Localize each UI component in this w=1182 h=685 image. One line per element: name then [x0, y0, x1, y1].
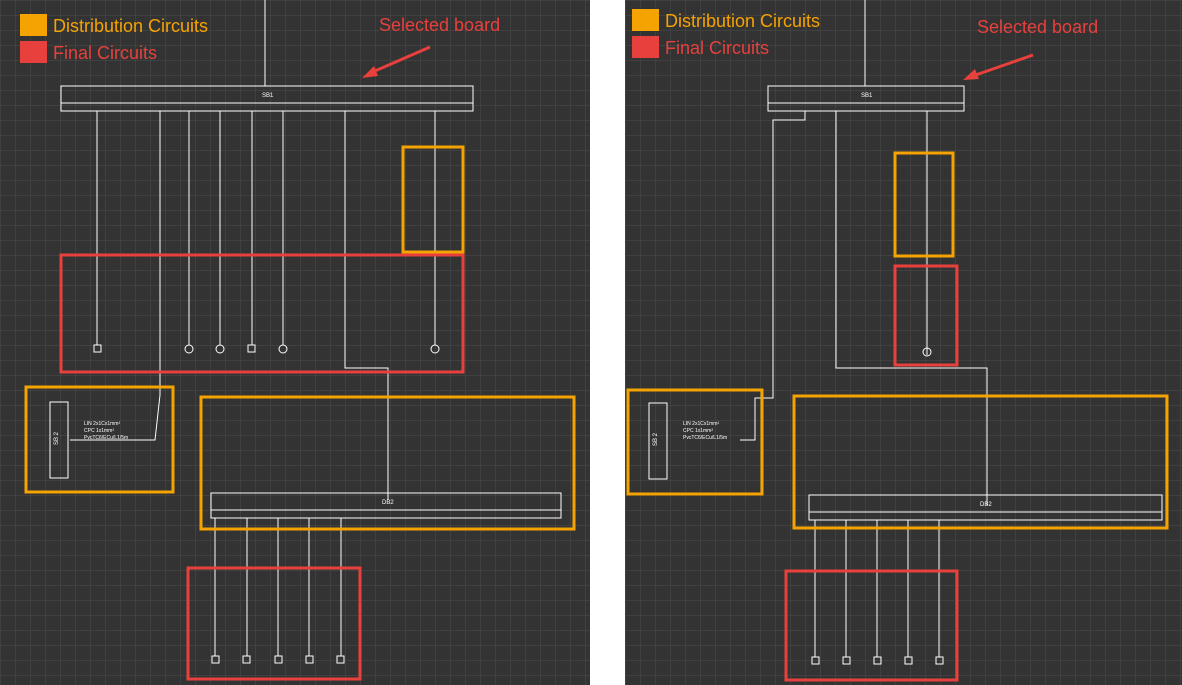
sub-board-label: DB2	[382, 500, 394, 506]
callout-arrow	[963, 53, 1034, 80]
selected-board-callout: Selected board	[977, 17, 1098, 37]
legend-distribution-swatch	[632, 9, 659, 31]
side-board-label: SB 2	[54, 431, 60, 445]
main-board-label: SB1	[262, 93, 274, 99]
side-cable-line3: PvcTC6/ECu/L1/5m	[84, 435, 128, 441]
side-cable-line1: LIN 2x1Cx1mm²	[683, 421, 719, 427]
left-diagram: Distribution Circuits Final Circuits Sel…	[0, 0, 590, 685]
sub-board-label: DB2	[980, 502, 992, 508]
right-diagram: Distribution Circuits Final Circuits Sel…	[625, 0, 1182, 685]
main-board-label: SB1	[861, 93, 873, 99]
sub-board-db2[interactable]: DB2	[210, 492, 562, 519]
final-circuits-box	[893, 264, 959, 367]
panel-divider	[590, 0, 625, 685]
side-cable-line2: CPC 1x1mm²	[84, 428, 114, 434]
distribution-circuit-box	[893, 151, 955, 258]
distribution-circuit-box	[199, 395, 576, 531]
callout-arrow	[362, 45, 431, 78]
final-circuits-box	[59, 253, 465, 374]
legend-distribution-label: Distribution Circuits	[53, 16, 208, 36]
grid-background	[0, 0, 590, 685]
legend-final-label: Final Circuits	[665, 38, 769, 58]
final-circuits-box	[186, 566, 362, 681]
main-board-sb1[interactable]: SB1	[60, 85, 474, 112]
selected-board-callout: Selected board	[379, 15, 500, 35]
side-board-label: SB 2	[653, 432, 659, 446]
side-cable-line3: PvcTC6/ECu/L1/5m	[683, 435, 727, 441]
side-cable-line2: CPC 1x1mm²	[683, 428, 713, 434]
left-diagram-panel: Distribution Circuits Final Circuits Sel…	[0, 0, 590, 685]
distribution-circuit-box	[24, 385, 175, 494]
legend-final-swatch	[20, 41, 47, 63]
sub-board-db2[interactable]: DB2	[808, 494, 1163, 521]
side-board-sb2[interactable]: SB 2	[49, 401, 69, 479]
final-circuits-box	[784, 569, 959, 682]
distribution-circuit-box	[401, 145, 465, 254]
legend-distribution-swatch	[20, 14, 47, 36]
side-board-sb2[interactable]: SB 2	[648, 402, 668, 480]
right-diagram-panel: Distribution Circuits Final Circuits Sel…	[625, 0, 1182, 685]
distribution-circuit-box	[792, 394, 1169, 530]
legend-final-swatch	[632, 36, 659, 58]
distribution-circuit-box	[626, 388, 764, 496]
main-board-sb1[interactable]: SB1	[767, 85, 965, 112]
legend-distribution-label: Distribution Circuits	[665, 11, 820, 31]
side-cable-line1: LIN 2x1Cx1mm²	[84, 421, 120, 427]
legend-final-label: Final Circuits	[53, 43, 157, 63]
